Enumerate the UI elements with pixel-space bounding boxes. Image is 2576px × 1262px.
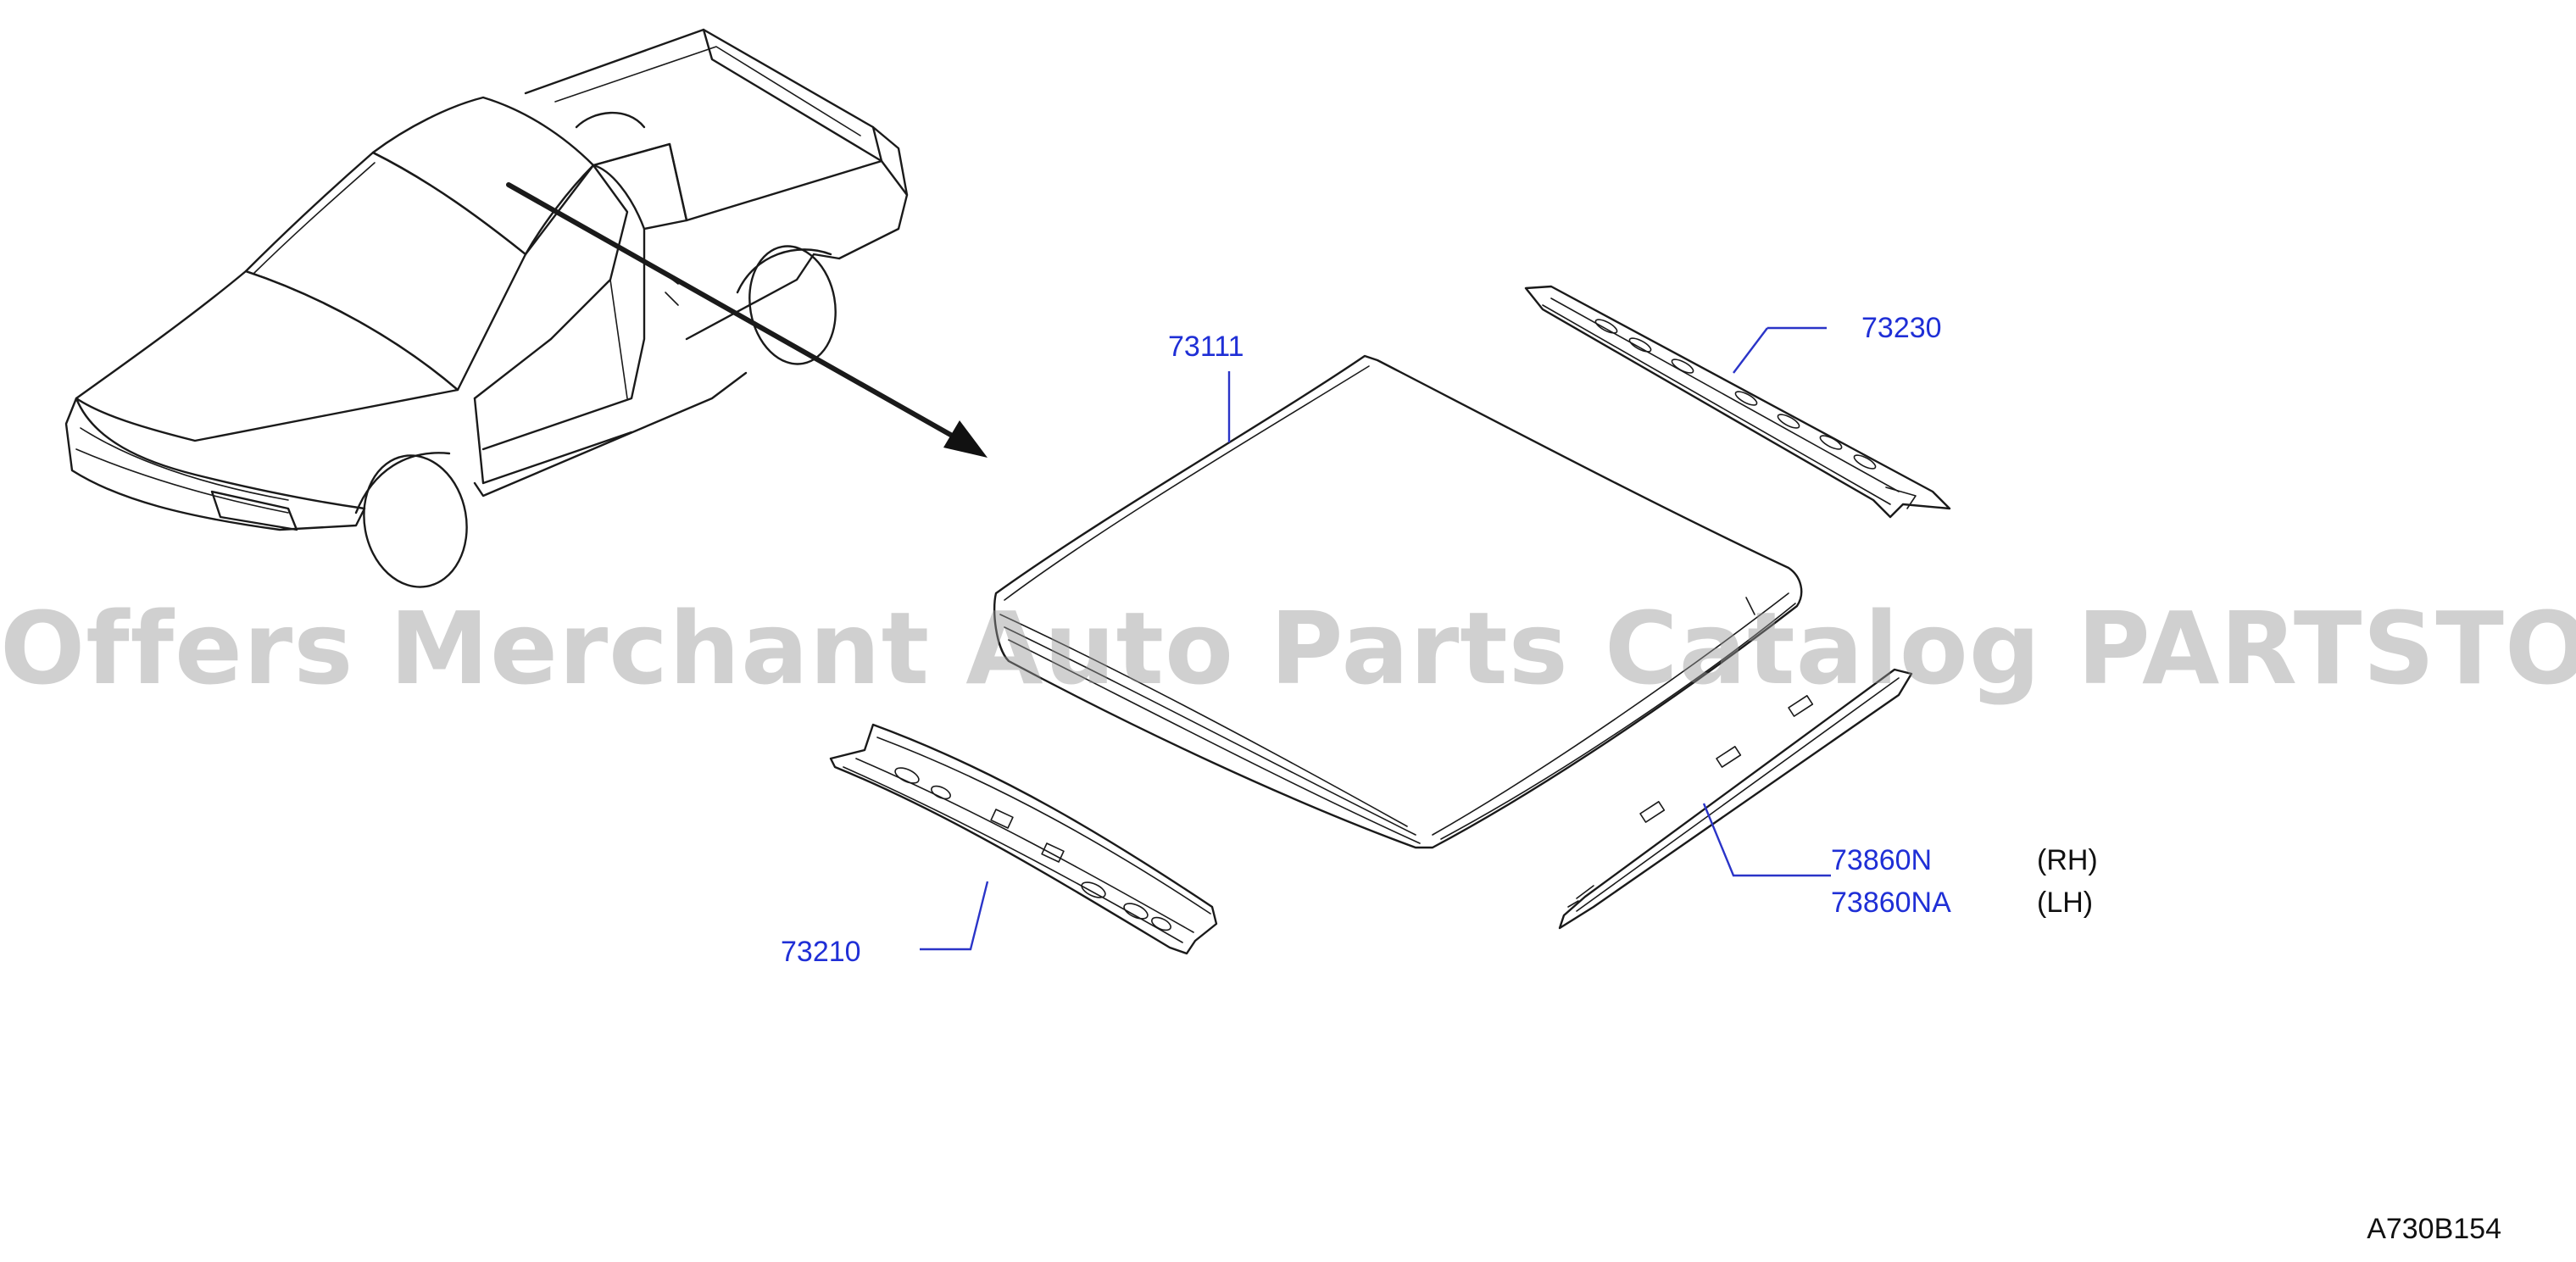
watermark: Offers Merchant Auto Parts Catalog PARTS… — [0, 590, 2576, 707]
leader-lines — [920, 326, 1831, 951]
label-rh: (RH) — [2037, 844, 2098, 876]
label-73230: 73230 — [1861, 312, 1942, 344]
front-roof-rail — [829, 723, 1218, 955]
roof-panel — [993, 354, 1803, 849]
side-roof-rail — [1558, 668, 1913, 930]
diagram-code: A730B154 — [2367, 1213, 2501, 1245]
label-lh: (LH) — [2037, 887, 2094, 919]
label-73860NA: 73860NA — [1831, 887, 1951, 919]
label-73860N: 73860N — [1831, 844, 1933, 876]
label-73111: 73111 — [1168, 331, 1244, 363]
leader-73210 — [920, 881, 989, 951]
label-73210: 73210 — [781, 936, 861, 968]
rear-roof-rail — [1524, 285, 1951, 519]
direction-arrow — [506, 182, 988, 458]
vehicle-illustration — [64, 28, 909, 588]
leader-73860 — [1702, 803, 1831, 877]
leader-73230-d — [1733, 327, 1768, 374]
